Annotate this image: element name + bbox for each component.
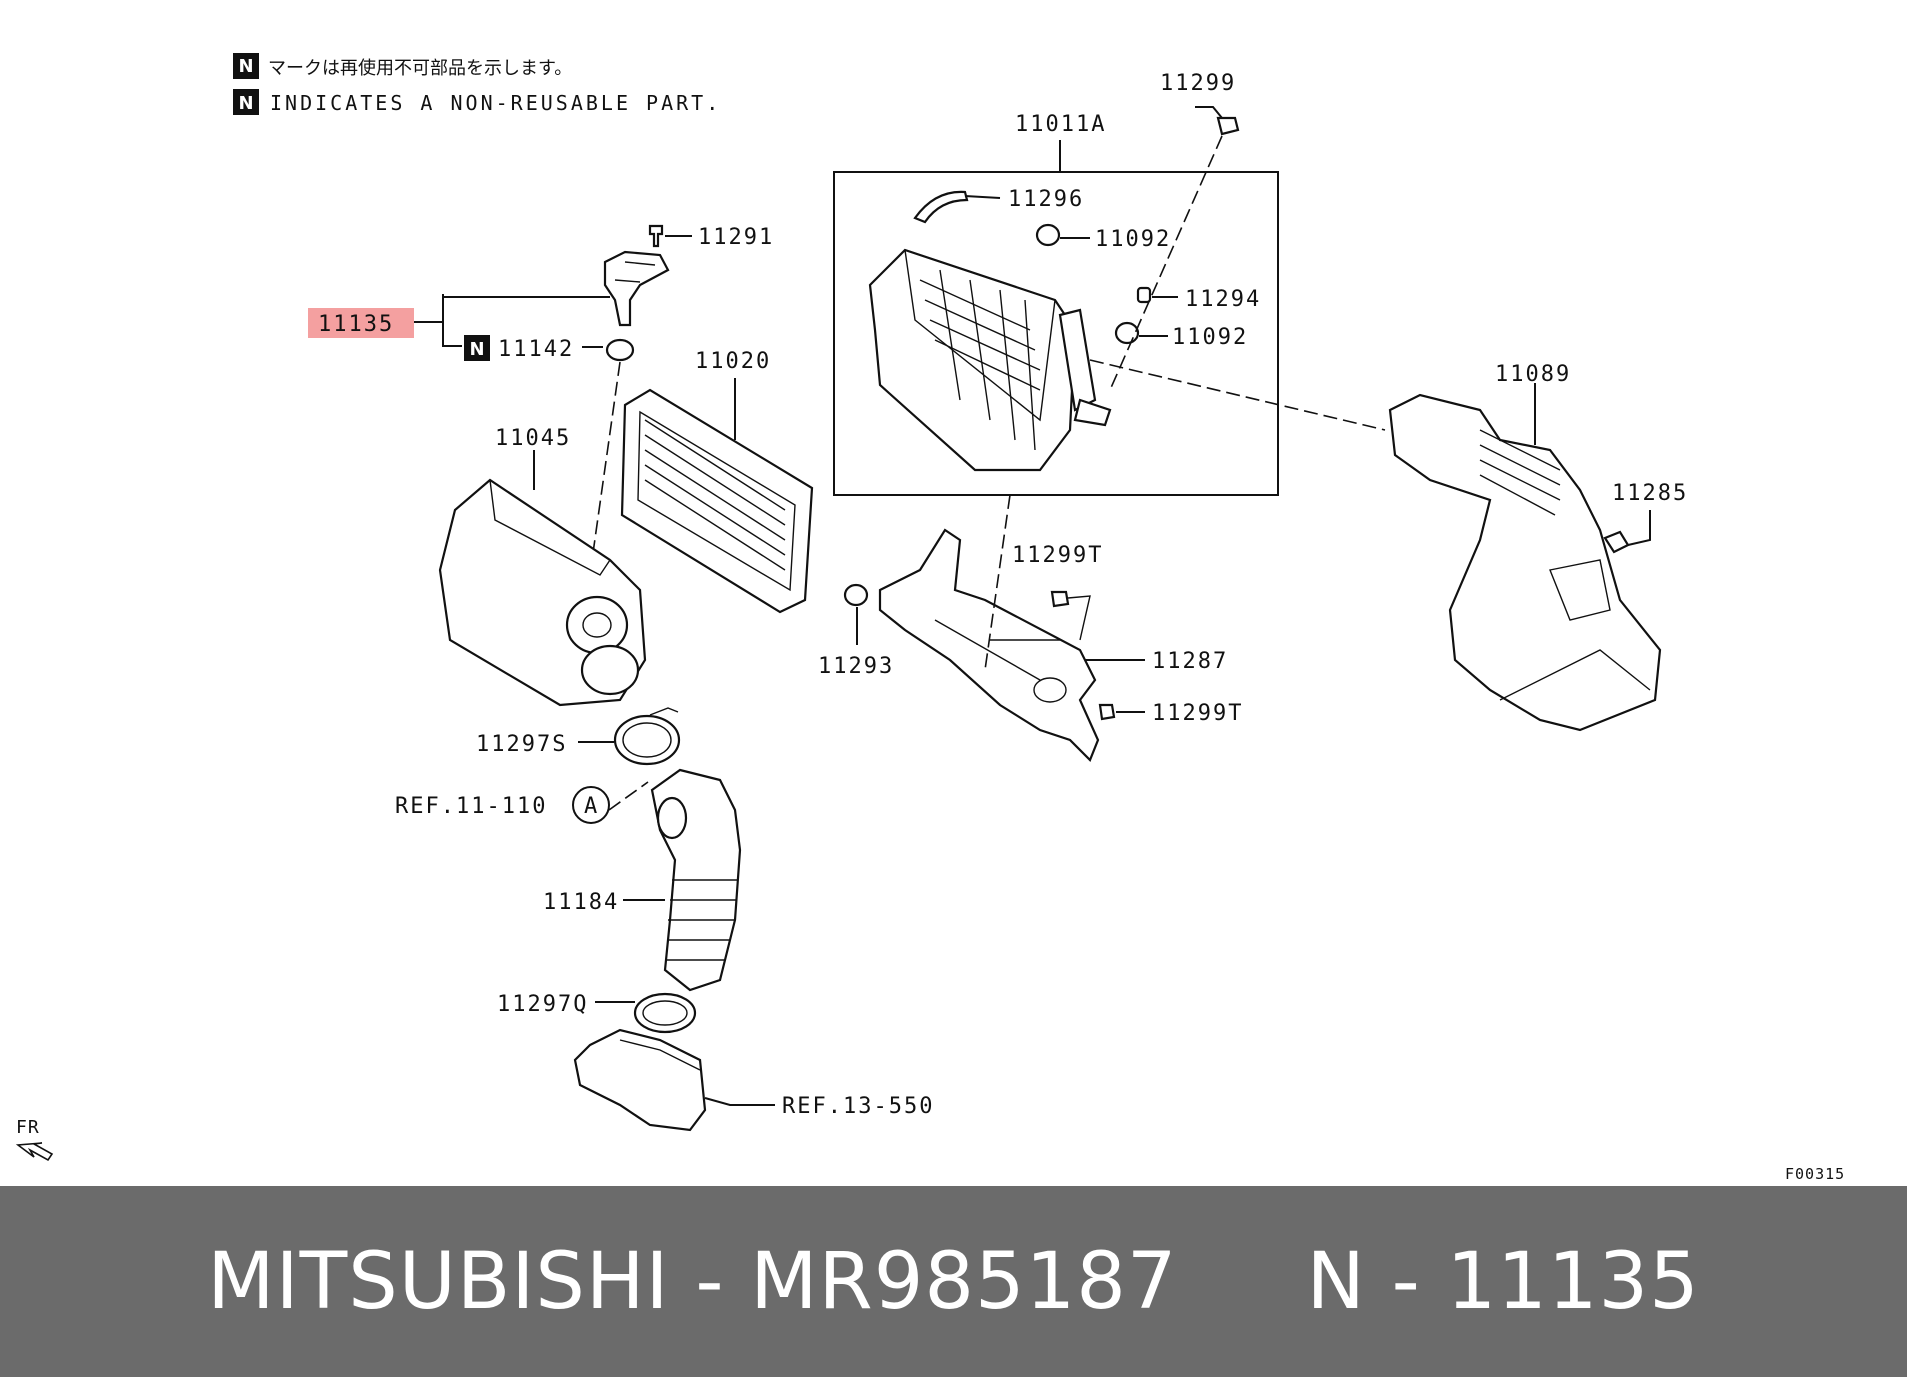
ref-13-550[interactable]: REF.13-550 [782,1094,934,1119]
hose-11296-part [913,190,969,224]
intake-duct-11089-part [1388,393,1662,732]
badge-letter-jp: N [238,56,253,77]
hose-11184-part [650,768,742,992]
clamp-11297s-part [613,707,681,766]
label-11296[interactable]: 11296 [1008,187,1084,212]
label-11011a[interactable]: 11011A [1015,112,1106,137]
label-11293[interactable]: 11293 [818,654,894,679]
footer-title: MITSUBISHI - MR985187 N - 11135 [207,1236,1700,1327]
non-reusable-badge-jp [233,53,259,79]
label-11291[interactable]: 11291 [698,225,774,250]
footer-banner: MITSUBISHI - MR985187 N - 11135 [0,1186,1907,1377]
label-11142[interactable]: 11142 [498,337,574,362]
note-en: INDICATES A NON-REUSABLE PART. [270,91,721,115]
throttle-body-part [573,1028,707,1132]
label-11299ta[interactable]: 11299T [1012,543,1103,568]
bolt-11299-part [1216,116,1240,136]
bolt-11299tb-part [1098,703,1116,721]
ref-circle-a [572,786,610,824]
label-11299[interactable]: 11299 [1160,71,1236,96]
label-11089[interactable]: 11089 [1495,362,1571,387]
badge-letter-en: N [238,93,253,114]
label-11294[interactable]: 11294 [1185,287,1261,312]
label-11297q[interactable]: 11297Q [497,992,588,1017]
lower-case-part [868,248,1112,472]
clip-11285-part [1603,530,1630,554]
ref-11-110[interactable]: REF.11-110 [395,794,547,819]
label-11092b[interactable]: 11092 [1172,325,1248,350]
parts-diagram: N マークは再使用不可部品を示します。 N INDICATES A NON-RE… [15,53,1845,1183]
figure-code: F00315 [1785,1165,1845,1183]
label-11184[interactable]: 11184 [543,890,619,915]
filter-element-11020-part [620,388,814,614]
label-11135[interactable]: 11135 [318,312,394,337]
label-11285[interactable]: 11285 [1612,481,1688,506]
bolt-11299ta-part [1050,590,1070,608]
maf-sensor-11135-part [603,250,670,327]
grommet-11092a-part [1035,223,1061,247]
label-11045[interactable]: 11045 [495,426,571,451]
grommet-11293-part [843,583,869,607]
badge-letter-11142: N [469,339,484,360]
assembly-box-11011a [833,171,1279,496]
clip-11294-part [1136,286,1152,304]
upper-case-11045-part [438,478,647,707]
non-reusable-badge-11142 [464,335,490,361]
grommet-11092b-part [1114,321,1140,345]
fr-arrow-icon [15,1142,54,1162]
label-11297s[interactable]: 11297S [476,732,567,757]
label-11092a[interactable]: 11092 [1095,227,1171,252]
clamp-11297q-part [633,992,697,1034]
label-11020[interactable]: 11020 [695,349,771,374]
label-11287[interactable]: 11287 [1152,649,1228,674]
screw-11291-part [648,224,664,248]
note-jp: マークは再使用不可部品を示します。 [268,58,572,79]
fr-label: FR [16,1117,40,1138]
highlight-11135 [308,308,414,338]
non-reusable-badge-en [233,89,259,115]
o-ring-11142-part [605,338,635,362]
label-11299tb[interactable]: 11299T [1152,701,1243,726]
ref-letter-a: A [584,794,599,819]
